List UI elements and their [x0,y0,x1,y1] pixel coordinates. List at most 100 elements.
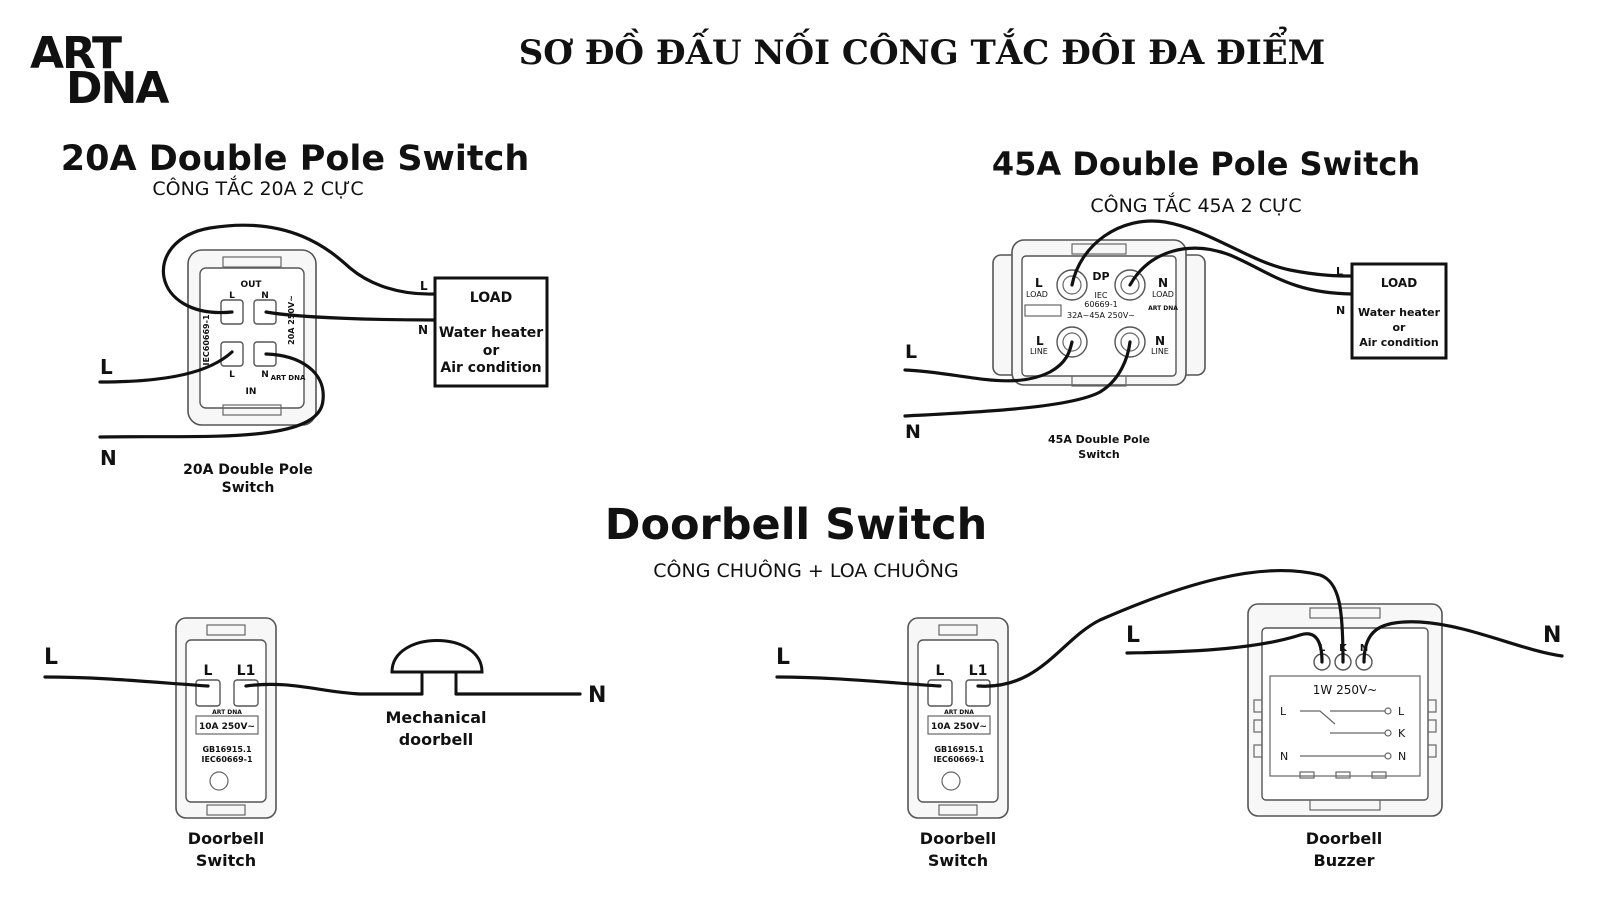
switch-20a-terminal-n-bottom: N [261,370,269,380]
doorbell-left-line-label: L [44,645,58,670]
switch-20a-device: OUT IN IEC60669-1 20A 250V~ L N L N ART … [187,249,317,426]
switch-45a-standard-2: 60669-1 [1084,300,1117,309]
brand-logo: ART DNA [30,28,171,114]
load-45a-title: LOAD [1381,276,1417,290]
switch-45a-load-word-right: LOAD [1152,290,1174,299]
doorbell-right-terminal-2: L1 [969,663,988,679]
load-45a-input-n: N [1336,304,1345,317]
buzzer-right-label-n: N [1398,750,1406,763]
section-20a-title: 20A Double Pole Switch [61,139,530,179]
section-45a: 45A Double Pole Switch CÔNG TẮC 45A 2 CỰ… [903,145,1448,461]
switch-20a-out-label: OUT [240,280,262,290]
load-45a-input-l: L [1336,265,1343,278]
doorbell-right-neutral-label: N [1543,623,1561,648]
doorbell-right-std-2: IEC60669-1 [933,755,984,764]
doorbell-left-group: L L1 10A 250V~ ART DNA GB16915.1 IEC6066… [43,617,606,870]
switch-20a-brand: ART DNA [271,374,306,382]
doorbell-switch-right: L L1 10A 250V~ ART DNA GB16915.1 IEC6066… [907,617,1009,819]
buzzer-right-label-k: K [1398,727,1406,740]
switch-45a-brand: ART DNA [1148,305,1178,312]
section-doorbell: Doorbell Switch CÔNG CHUÔNG + LOA CHUÔNG… [43,500,1564,870]
wire-20a-out-n-to-load [264,310,436,322]
wire-doorbell-left-l1-to-bell [244,682,424,696]
doorbell-left-terminal-1: L [204,663,213,679]
switch-45a-terminal-l-load: L [1035,276,1043,290]
load-box-45a: L N LOAD Water heater or Air condition [1336,262,1448,360]
switch-20a-side-text-right: 20A 250V~ [287,295,296,345]
wire-20a-out-l-to-load [161,223,436,315]
buzzer-left-label-n: N [1280,750,1288,763]
doorbell-right-line-label-buzzer: L [1126,623,1140,648]
doorbell-right-std-1: GB16915.1 [934,745,984,754]
switch-20a-in-label: IN [246,387,257,397]
load-20a-line3: Air condition [440,360,541,376]
wire-doorbell-right-l1-to-buzzer-k [976,568,1345,688]
logo-text-line1: ART [30,28,122,79]
doorbell-right-rating: 10A 250V~ [931,722,987,732]
buzzer-rating: 1W 250V~ [1313,683,1377,697]
section-20a: 20A Double Pole Switch CÔNG TẮC 20A 2 CỰ… [61,139,549,496]
mechanical-doorbell-icon [390,639,484,694]
section-20a-neutral-label: N [100,446,117,470]
wire-45a-load-n [1128,246,1354,296]
doorbell-left-rating: 10A 250V~ [199,722,255,732]
wire-doorbell-left-l [43,675,210,688]
doorbell-right-group: L L1 10A 250V~ ART DNA GB16915.1 IEC6066… [775,568,1564,870]
section-45a-neutral-label: N [905,421,921,443]
section-45a-line-label: L [905,341,917,363]
wire-20a-line-l [98,350,234,384]
doorbell-left-bell-caption-1: Mechanical [385,708,486,727]
switch-45a-terminal-l-line: L [1036,334,1044,348]
switch-45a-terminal-n-load: N [1158,276,1168,290]
doorbell-left-neutral-label: N [588,683,606,708]
load-20a-input-l: L [420,279,428,293]
buzzer-left-label-l: L [1280,705,1287,718]
switch-45a-load-word-left: LOAD [1026,290,1048,299]
section-20a-caption-line1: 20A Double Pole [183,462,313,478]
doorbell-buzzer-caption-1: Doorbell [1306,829,1382,848]
switch-20a-terminal-l-bottom: L [229,370,235,380]
switch-45a-line-word-left: LINE [1030,347,1048,356]
load-20a-line1: Water heater [439,325,543,341]
doorbell-left-switch-caption-2: Switch [196,851,256,870]
section-20a-caption-line2: Switch [222,480,275,496]
load-20a-title: LOAD [470,290,512,306]
load-45a-line3: Air condition [1359,336,1439,349]
load-20a-line2: or [483,343,500,359]
section-45a-title: 45A Double Pole Switch [992,145,1420,183]
section-45a-caption-line1: 45A Double Pole [1048,433,1150,446]
doorbell-right-terminal-1: L [936,663,945,679]
wire-20a-line-n [98,352,325,439]
switch-45a-badge: DP [1092,270,1109,283]
section-45a-subtitle: CÔNG TẮC 45A 2 CỰC [1090,191,1301,217]
load-box-20a: L N LOAD Water heater or Air condition [418,276,549,388]
section-doorbell-title: Doorbell Switch [605,500,987,550]
section-45a-caption-line2: Switch [1078,448,1119,461]
wire-doorbell-right-l [775,675,942,688]
section-20a-subtitle: CÔNG TẮC 20A 2 CỰC [152,174,363,200]
doorbell-right-switch-caption-1: Doorbell [920,829,996,848]
switch-20a-side-text-left: IEC60669-1 [202,314,211,365]
doorbell-buzzer-device: L K N 1W 250V~ L N L K N [1247,603,1443,817]
doorbell-left-bell-caption-2: doorbell [399,730,474,749]
doorbell-buzzer-caption-2: Buzzer [1314,851,1375,870]
switch-45a-standard-1: IEC [1095,291,1108,300]
doorbell-left-std-2: IEC60669-1 [201,755,252,764]
section-20a-line-label: L [100,355,113,379]
load-45a-line2: or [1393,321,1407,334]
switch-45a-device: DP IEC 60669-1 32A~45A 250V~ ART DNA L L… [992,239,1206,387]
switch-45a-rating: 32A~45A 250V~ [1067,311,1135,320]
page-title: SƠ ĐỒ ĐẤU NỐI CÔNG TẮC ĐÔI ĐA ĐIỂM [519,26,1326,73]
doorbell-right-line-label-switch: L [776,645,790,670]
doorbell-left-terminal-2: L1 [237,663,256,679]
wire-doorbell-right-l-to-buzzer-l [1125,632,1324,664]
doorbell-left-std-1: GB16915.1 [202,745,252,754]
doorbell-left-switch-caption-1: Doorbell [188,829,264,848]
switch-20a-terminal-n-top: N [261,291,269,301]
section-doorbell-subtitle: CÔNG CHUÔNG + LOA CHUÔNG [653,558,958,582]
doorbell-right-brand: ART DNA [944,709,974,716]
wire-doorbell-right-buzzer-n [1362,620,1564,664]
load-45a-line1: Water heater [1358,306,1441,319]
doorbell-switch-left: L L1 10A 250V~ ART DNA GB16915.1 IEC6066… [175,617,277,819]
